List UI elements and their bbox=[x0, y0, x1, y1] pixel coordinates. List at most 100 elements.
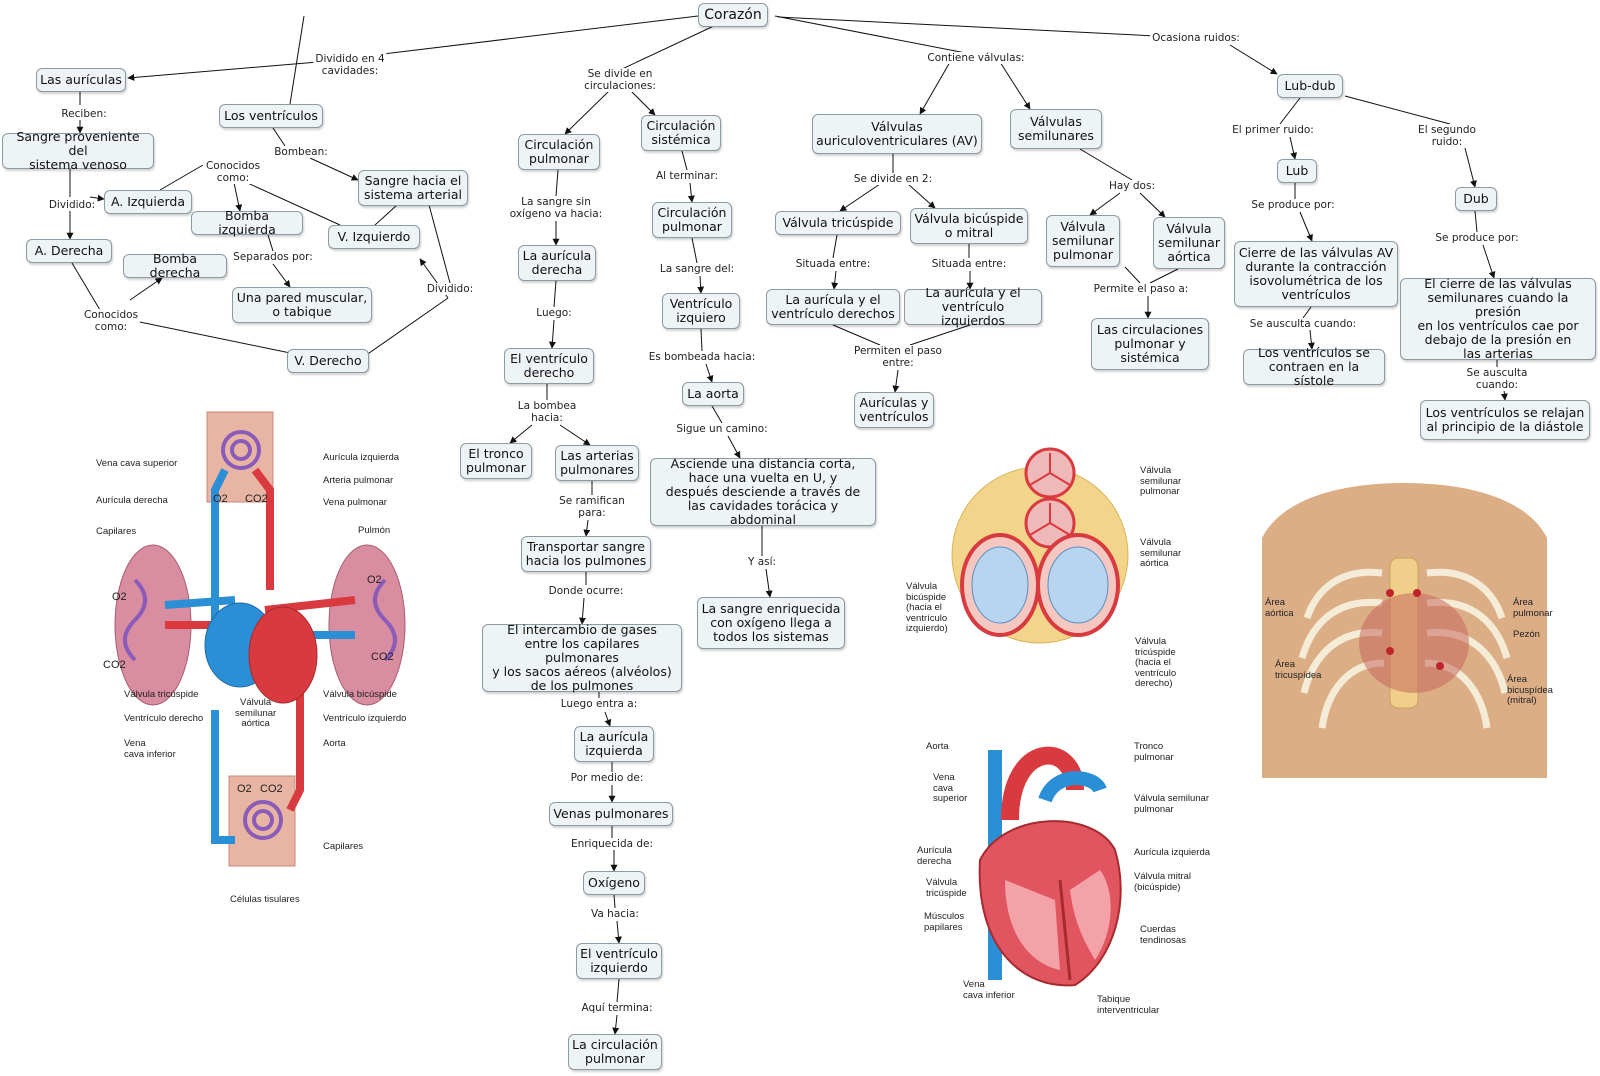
concept-a-derecha[interactable]: A. Derecha bbox=[26, 239, 112, 263]
connector-line bbox=[839, 183, 881, 212]
label-heart-tronco-pulmonar: Tronco pulmonar bbox=[1134, 741, 1174, 763]
link-situada-entre-1: Situada entre: bbox=[793, 258, 873, 270]
connector-line bbox=[697, 275, 705, 294]
concept-dub[interactable]: Dub bbox=[1455, 187, 1497, 211]
o2-label-right: O2 bbox=[367, 574, 382, 586]
concept-auriculas[interactable]: Las aurículas bbox=[36, 68, 126, 92]
connector-line bbox=[1139, 192, 1166, 218]
concept-semilunar-aortica[interactable]: Válvula semilunar aórtica bbox=[1153, 217, 1225, 269]
link-luego: Luego: bbox=[534, 307, 574, 319]
concept-auriculas-ventriculos[interactable]: Aurículas y ventrículos bbox=[854, 392, 934, 428]
label-heart-vena-cava-superior: Vena cava superior bbox=[933, 772, 968, 804]
concept-v-izquierdo[interactable]: V. Izquierdo bbox=[328, 225, 420, 249]
link-bombean: Bombean: bbox=[272, 146, 330, 158]
concept-auricula-ventriculo-izquierdos[interactable]: La aurícula y el ventrículo izquierdos bbox=[904, 286, 1042, 328]
concept-venas-pulmonares[interactable]: Venas pulmonares bbox=[549, 802, 673, 826]
circulation-illustration: O2 CO2 O2 CO2 O2 CO2 O2 CO2 bbox=[103, 411, 406, 867]
concept-intercambio-gases[interactable]: El intercambio de gases entre los capila… bbox=[482, 623, 682, 693]
concept-oxigeno[interactable]: Oxígeno bbox=[583, 871, 645, 895]
concept-ventriculos-contraen[interactable]: Los ventrículos se contraen en la sístol… bbox=[1243, 346, 1385, 388]
concept-la-aorta[interactable]: La aorta bbox=[682, 382, 744, 406]
concept-tronco-pulmonar[interactable]: El tronco pulmonar bbox=[460, 443, 532, 479]
chest-auscultation-illustration bbox=[1262, 483, 1547, 778]
connector-line bbox=[613, 894, 616, 909]
concept-bomba-izquierda[interactable]: Bomba izquierda bbox=[191, 209, 303, 237]
connector-line bbox=[129, 319, 301, 356]
concept-ventriculos-relajan[interactable]: Los ventrículos se relajan al principio … bbox=[1420, 400, 1590, 440]
connector-line bbox=[1279, 97, 1301, 125]
concept-auricula-ventriculo-derechos[interactable]: La aurícula y el ventrículo derechos bbox=[766, 289, 900, 325]
connector-line bbox=[700, 328, 703, 352]
concept-arterias-pulmonares[interactable]: Las arterias pulmonares bbox=[555, 445, 639, 481]
concept-asciende[interactable]: Asciende una distancia corta, hace una v… bbox=[650, 457, 876, 527]
concept-sangre-arterial[interactable]: Sangre hacia el sistema arterial bbox=[358, 170, 468, 206]
connector-line bbox=[559, 424, 591, 446]
connector-line bbox=[612, 1014, 620, 1035]
connector-line bbox=[832, 234, 838, 259]
concept-valvula-bicuspide[interactable]: Válvula bicúspide o mitral bbox=[910, 208, 1028, 244]
connector-line bbox=[892, 369, 900, 393]
concept-ventriculos[interactable]: Los ventrículos bbox=[219, 104, 323, 128]
concept-valvulas-semilunares[interactable]: Válvulas semilunares bbox=[1010, 109, 1102, 149]
concept-sangre-enriquecida[interactable]: La sangre enriquecida con oxígeno llega … bbox=[697, 597, 845, 649]
concept-circulacion-pulmonar[interactable]: Circulación pulmonar bbox=[518, 134, 600, 170]
concept-lub-dub[interactable]: Lub-dub bbox=[1277, 74, 1343, 98]
valves-top-view-illustration bbox=[951, 447, 1129, 644]
concept-cierre-semilunares[interactable]: El cierre de las válvulas semilunares cu… bbox=[1400, 277, 1596, 361]
concept-auricula-derecha[interactable]: La aurícula derecha bbox=[518, 245, 596, 281]
link-y-asi: Y así: bbox=[745, 556, 779, 568]
concept-sangre-venoso[interactable]: Sangre proveniente del sistema venoso bbox=[2, 130, 154, 172]
connector-line bbox=[578, 597, 586, 625]
concept-pared-muscular[interactable]: Una pared muscular, o tabique bbox=[232, 287, 372, 323]
concept-v-derecho[interactable]: V. Derecho bbox=[287, 349, 369, 373]
concept-circulaciones[interactable]: Las circulaciones pulmonar y sistémica bbox=[1091, 318, 1209, 370]
concept-ventriculo-izquiero[interactable]: Ventrículo izquiero bbox=[662, 293, 740, 329]
connector-line bbox=[509, 424, 533, 444]
label-valvula-bicuspide: Válvula bicúspide bbox=[323, 689, 397, 700]
link-dividido: Dividido: bbox=[46, 199, 98, 211]
link-conocidos-como-2: Conocidos como: bbox=[81, 309, 141, 333]
label-valves-semilunar-aortica: Válvula semilunar aórtica bbox=[1140, 537, 1182, 569]
concept-valvulas-av[interactable]: Válvulas auriculoventriculares (AV) bbox=[812, 114, 982, 154]
concept-semilunar-pulmonar[interactable]: Válvula semilunar pulmonar bbox=[1046, 215, 1120, 267]
link-ocasiona-ruidos: Ocasiona ruidos: bbox=[1150, 32, 1242, 44]
concept-ventriculo-izquierdo[interactable]: El ventrículo izquierdo bbox=[576, 943, 662, 979]
concept-valvula-tricuspide[interactable]: Válvula tricúspide bbox=[775, 211, 901, 235]
connector-line bbox=[774, 15, 977, 56]
connector-line bbox=[705, 363, 714, 383]
concept-ventriculo-derecho[interactable]: El ventrículo derecho bbox=[504, 348, 594, 384]
concept-lub[interactable]: Lub bbox=[1277, 159, 1317, 183]
concept-root[interactable]: Corazón bbox=[698, 3, 768, 27]
concept-circulacion-pulmonar-2[interactable]: Circulación pulmonar bbox=[652, 202, 732, 238]
concept-circulacion-sistemica[interactable]: Circulación sistémica bbox=[641, 115, 721, 151]
connector-line bbox=[71, 262, 101, 311]
concept-a-izquierda[interactable]: A. Izquierda bbox=[104, 190, 192, 214]
label-capilares-lower: Capilares bbox=[323, 841, 364, 852]
concept-transportar-sangre[interactable]: Transportar sangre hacia los pulmones bbox=[521, 536, 651, 572]
label-area-tricuspidea: Área tricuspídea bbox=[1275, 659, 1322, 681]
connector-line bbox=[1289, 136, 1298, 160]
label-valves-tricuspide: Válvula tricúspide (hacia el ventrículo … bbox=[1135, 636, 1177, 689]
connector-line bbox=[691, 237, 698, 264]
connector-line bbox=[629, 89, 656, 116]
link-donde-ocurre: Donde ocurre: bbox=[546, 585, 626, 597]
connector-line bbox=[129, 277, 163, 301]
connector-line bbox=[687, 182, 695, 203]
link-luego-entra-a: Luego entra a: bbox=[558, 698, 640, 710]
connector-line bbox=[604, 711, 612, 727]
link-se-produce-por-1: Se produce por: bbox=[1249, 199, 1337, 211]
concept-auricula-izquierda[interactable]: La aurícula izquierda bbox=[574, 726, 654, 762]
connector-line bbox=[1089, 192, 1121, 216]
connector-line bbox=[267, 234, 274, 252]
label-celulas-tisulares: Células tisulares bbox=[230, 894, 300, 905]
link-el-segundo-ruido: El segundo ruido: bbox=[1416, 124, 1478, 148]
connector-line bbox=[564, 89, 611, 135]
concept-bomba-derecha[interactable]: Bomba derecha bbox=[123, 252, 227, 280]
connector-line bbox=[832, 324, 881, 346]
concept-cierre-av[interactable]: Cierre de las válvulas AV durante la con… bbox=[1234, 241, 1398, 307]
label-auricula-derecha: Aurícula derecha bbox=[96, 495, 168, 506]
concept-la-circulacion-pulmonar[interactable]: La circulación pulmonar bbox=[568, 1034, 662, 1070]
label-valvula-semilunar-aortica: Válvula semilunar aórtica bbox=[235, 697, 277, 729]
connector-line bbox=[909, 324, 971, 346]
connector-line bbox=[1149, 268, 1179, 284]
